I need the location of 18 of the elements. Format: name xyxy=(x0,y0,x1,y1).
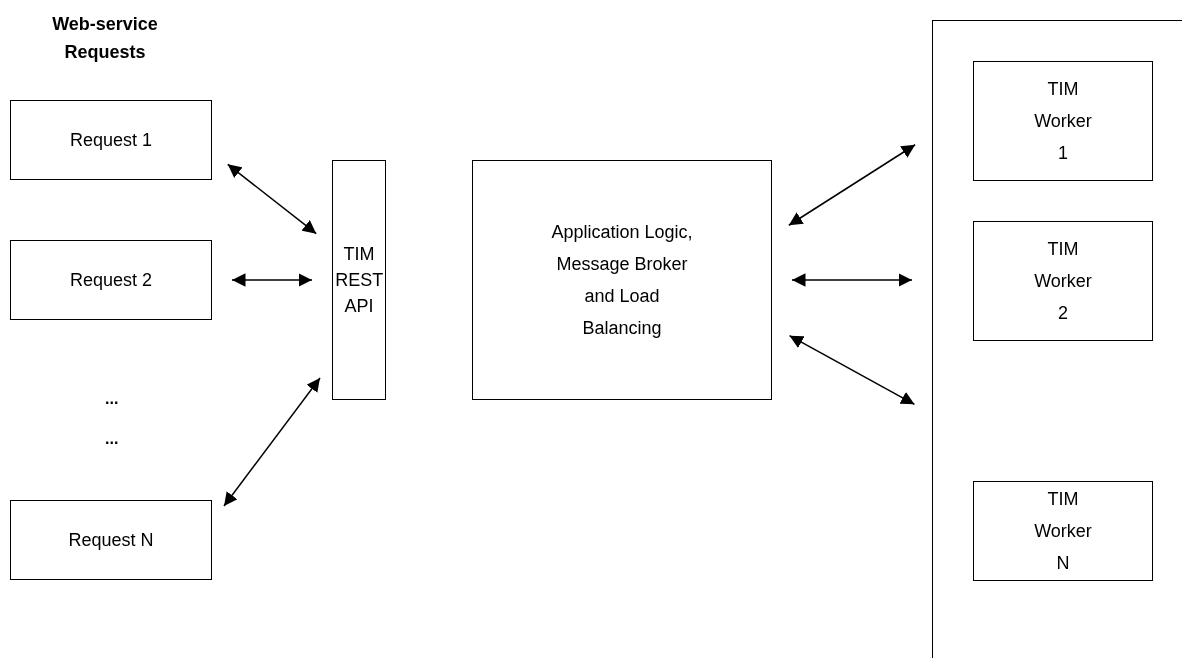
double-arrow xyxy=(231,273,313,287)
process-box: TIM Worker 1 xyxy=(973,61,1153,181)
container-box xyxy=(932,20,1182,658)
double-arrow xyxy=(788,144,916,226)
double-arrow xyxy=(788,334,916,406)
heading: Web-service Requests xyxy=(51,13,159,64)
process-box: Request 2 xyxy=(10,240,212,320)
process-box: TIM Worker 2 xyxy=(973,221,1153,341)
double-arrow xyxy=(227,163,317,235)
ellipsis-text: ... xyxy=(105,430,119,448)
process-box: Request 1 xyxy=(10,100,212,180)
process-box: TIM Worker N xyxy=(973,481,1153,581)
process-box: Request N xyxy=(10,500,212,580)
process-box: Application Logic, Message Broker and Load Balancing xyxy=(472,160,772,400)
ellipsis-text: ... xyxy=(105,390,119,408)
double-arrow xyxy=(791,273,913,287)
process-box: TIM REST API xyxy=(332,160,386,400)
double-arrow xyxy=(223,377,321,507)
